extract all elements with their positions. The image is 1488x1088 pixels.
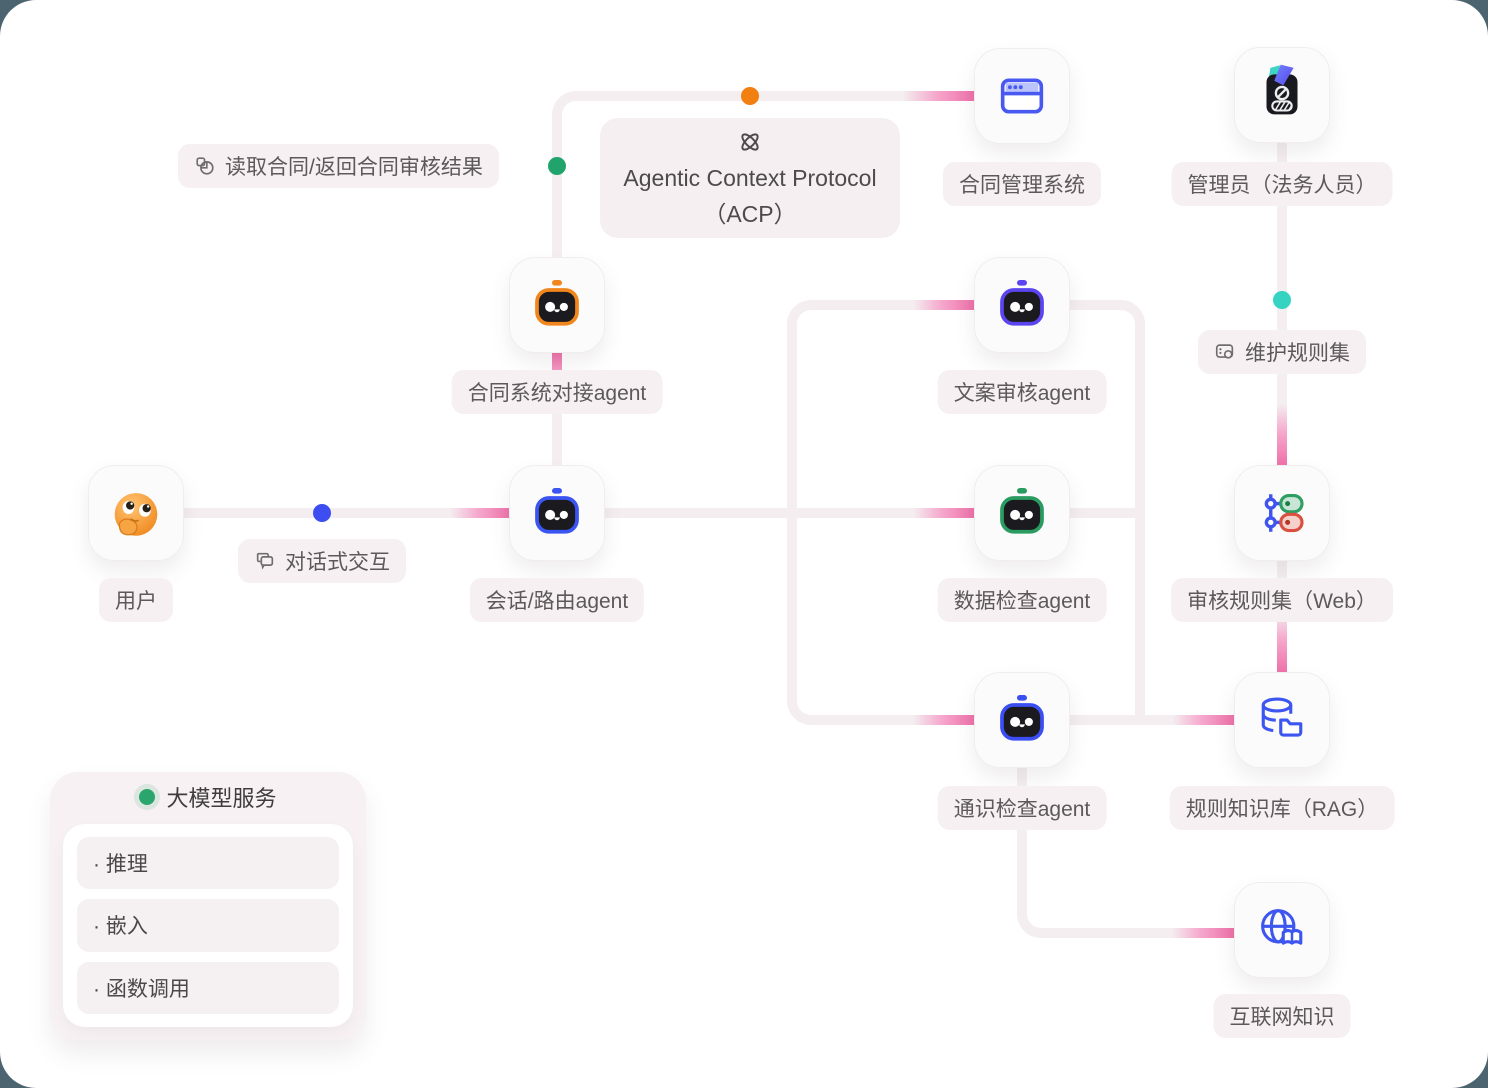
llm-services-list: · 推理 · 嵌入 · 函数调用 [63, 824, 353, 1027]
label-read-contract: 读取合同/返回合同审核结果 [178, 144, 499, 188]
label-text: 通识检查agent [953, 798, 1091, 821]
id-badge-icon [1266, 64, 1298, 115]
llm-services-title: 大模型服务 [166, 786, 277, 811]
label-user: 用户 [99, 578, 173, 622]
label-copy-agent: 文案审核agent [937, 370, 1107, 414]
label-data-agent: 数据检查agent [937, 578, 1107, 622]
robot-icon [1000, 488, 1044, 534]
node-rule-kb [1234, 672, 1330, 768]
node-internet [1234, 882, 1330, 978]
robot-icon [535, 488, 579, 534]
label-text: 合同系统对接agent [467, 382, 647, 405]
label-text: 会话/路由agent [485, 590, 629, 613]
label-contract-system: 合同管理系统 [943, 162, 1101, 206]
acp-protocol-box: Agentic Context Protocol （ACP） [600, 118, 900, 238]
node-contract-system [974, 48, 1070, 144]
edge-general-to-internet [1017, 768, 1235, 938]
label-text: 维护规则集 [1245, 342, 1350, 365]
label-text: 合同管理系统 [959, 174, 1085, 197]
flow-into-contract-system [903, 91, 975, 101]
label-text: 互联网知识 [1229, 1006, 1335, 1029]
node-contract-agent [509, 257, 605, 353]
label-text: 对话式交互 [285, 551, 390, 574]
llm-services-panel: 大模型服务 · 推理 · 嵌入 · 函数调用 [50, 772, 366, 1040]
node-general-agent [974, 672, 1070, 768]
node-data-agent [974, 465, 1070, 561]
flow-into-session-agent [450, 508, 512, 518]
toggle-rules-icon [1264, 493, 1304, 533]
label-text: 用户 [115, 590, 157, 613]
list-item-embedding: · 嵌入 [77, 899, 339, 952]
flow-into-copy-agent [913, 300, 975, 310]
label-text: 文案审核agent [953, 382, 1091, 405]
flow-into-rule-kb-v [1277, 611, 1287, 673]
flow-dot-green [548, 157, 566, 175]
label-general-agent: 通识检查agent [937, 786, 1107, 830]
edge-data-to-branch-right [1070, 508, 1136, 518]
acp-atom-icon [736, 128, 764, 162]
label-ruleset: 审核规则集（Web） [1171, 578, 1393, 622]
robot-icon [535, 280, 579, 326]
edge-branch-left [787, 300, 975, 725]
node-copy-agent [974, 257, 1070, 353]
edge-branch-right [1070, 300, 1145, 725]
label-contract-agent: 合同系统对接agent [451, 370, 663, 414]
green-dot-icon [139, 789, 156, 805]
browser-window-icon [1000, 78, 1044, 114]
flow-dot-orange [741, 87, 759, 105]
edge-general-to-kb [1070, 715, 1235, 725]
list-item-function-call: · 函数调用 [77, 961, 339, 1014]
database-folder-icon [1261, 697, 1303, 737]
list-item-inference: · 推理 [77, 837, 339, 890]
flow-into-general-agent [913, 715, 975, 725]
node-ruleset [1234, 465, 1330, 561]
label-rule-kb: 规则知识库（RAG） [1169, 786, 1395, 830]
edge-user-to-session [180, 508, 512, 518]
label-text: 审核规则集（Web） [1187, 590, 1377, 613]
label-maintain-ruleset: 维护规则集 [1198, 330, 1366, 374]
flow-into-data-agent [913, 508, 975, 518]
acp-subtitle: （ACP） [703, 200, 797, 227]
label-internet: 互联网知识 [1213, 994, 1351, 1038]
flow-dot-blue [313, 504, 331, 522]
globe-book-icon [1261, 909, 1303, 945]
label-text: 规则知识库（RAG） [1185, 798, 1379, 821]
label-text: 数据检查agent [953, 590, 1091, 613]
thinking-face-icon [114, 493, 158, 536]
flow-into-internet [1172, 928, 1234, 938]
llm-services-header: 大模型服务 [50, 772, 366, 822]
label-session-agent: 会话/路由agent [469, 578, 645, 622]
rules-card-icon [1214, 341, 1236, 363]
robot-icon [1000, 695, 1044, 741]
label-conversation: 对话式交互 [238, 539, 406, 583]
node-user [88, 465, 184, 561]
edge-contract-agent-to-system [552, 91, 975, 263]
flow-dot-teal [1273, 291, 1291, 309]
node-admin [1234, 47, 1330, 143]
node-session-agent [509, 465, 605, 561]
label-text: 管理员（法务人员） [1187, 174, 1377, 197]
label-text: 读取合同/返回合同审核结果 [225, 156, 483, 179]
pie-doc-icon [194, 155, 216, 177]
chat-bubbles-icon [254, 550, 276, 572]
flow-into-rule-kb-h [1173, 715, 1235, 725]
acp-title: Agentic Context Protocol [623, 164, 877, 191]
flow-into-ruleset [1277, 404, 1287, 466]
robot-icon [1000, 280, 1044, 326]
label-admin: 管理员（法务人员） [1171, 162, 1393, 206]
